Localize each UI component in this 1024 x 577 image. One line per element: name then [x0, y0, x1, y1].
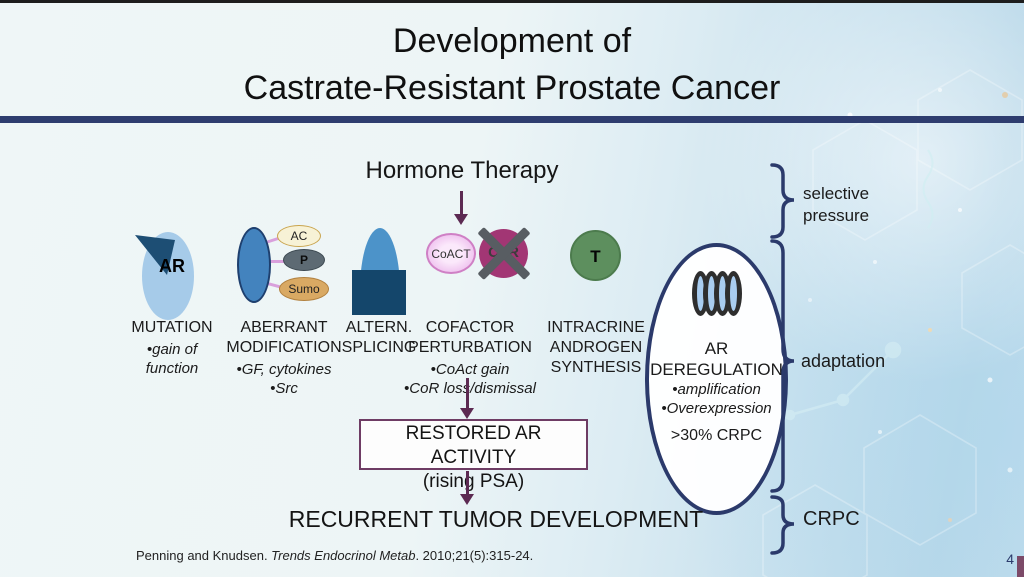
ar-deregulation-line2: DEREGULATION — [650, 360, 783, 379]
testosterone-icon: T — [570, 230, 621, 281]
ar-deregulation-title: AR DEREGULATION — [649, 338, 784, 380]
corner-tab — [1017, 556, 1024, 577]
top-edge-strip — [0, 0, 1024, 3]
aberrant-modification-bullets: •GF, cytokines •Src — [213, 360, 355, 398]
bullet-item: •amplification — [672, 381, 761, 398]
mutation-triangle-icon — [135, 235, 175, 275]
gene-copies-icon — [649, 271, 784, 316]
restored-ar-activity-box: RESTORED AR ACTIVITY (rising PSA) — [359, 419, 588, 492]
connector-line-icon — [267, 260, 287, 263]
restored-sub: (rising PSA) — [422, 471, 525, 492]
title-divider-rule — [0, 116, 1024, 123]
splice-block-icon — [352, 270, 406, 315]
receptor-ellipse-icon — [237, 227, 271, 303]
selective-pressure-brace-icon — [770, 163, 795, 239]
p-badge: P — [283, 249, 325, 271]
citation-authors: Penning and Knudsen. — [136, 548, 272, 563]
hormone-therapy-label: Hormone Therapy — [365, 157, 559, 184]
sumo-badge: Sumo — [279, 277, 329, 301]
crpc-percentage: >30% CRPC — [670, 427, 763, 444]
bullet-item: •CoAct gain — [430, 361, 510, 378]
restored-title: RESTORED AR ACTIVITY — [405, 423, 542, 468]
down-arrowhead-icon — [460, 408, 474, 419]
bullet-item: •Overexpression — [661, 400, 772, 417]
mutation-bullet: •gain of function — [145, 341, 199, 377]
slide-title-line1: Development of — [392, 22, 632, 60]
selective-pressure-label: selective pressure — [803, 184, 870, 225]
down-arrowhead-icon — [454, 214, 468, 225]
gene-copy-oval-icon — [724, 271, 742, 316]
adaptation-brace-icon — [770, 239, 795, 493]
down-arrow-icon — [466, 378, 469, 408]
altern-splicing-label: ALTERN. SPLICING — [341, 319, 417, 356]
down-arrowhead-icon — [460, 494, 474, 505]
page-number: 4 — [1006, 551, 1014, 567]
ar-deregulation-bullets: •amplification •Overexpression — [649, 380, 784, 418]
citation-journal: Trends Endocrinol Metab — [271, 548, 416, 563]
citation: Penning and Knudsen. Trends Endocrinol M… — [136, 548, 533, 563]
coact-icon: CoACT — [426, 233, 476, 274]
ar-deregulation-ellipse: AR DEREGULATION •amplification •Overexpr… — [645, 243, 788, 515]
cofactor-perturbation-label: COFACTOR PERTURBATION — [408, 319, 532, 356]
cofactor-perturbation-bullets: •CoAct gain •CoR loss/dismissal — [385, 360, 555, 398]
aberrant-modification-label: ABERRANT MODIFICATION — [226, 319, 342, 356]
slide-title: Development of Castrate-Resistant Prosta… — [0, 18, 1024, 112]
bullet-item: •Src — [270, 380, 298, 397]
adaptation-label: adaptation — [801, 351, 886, 371]
ac-badge: AC — [277, 225, 321, 247]
mutation-label: MUTATION — [131, 319, 213, 336]
down-arrow-icon — [466, 471, 469, 494]
ar-label: AR — [159, 256, 185, 276]
bullet-item: •CoR loss/dismissal — [404, 380, 536, 397]
intracrine-androgen-synthesis-label: INTRACRINE ANDROGEN SYNTHESIS — [547, 319, 645, 376]
crpc-label: CRPC — [803, 508, 860, 530]
recurrent-tumor-development-label: RECURRENT TUMOR DEVELOPMENT — [288, 506, 704, 532]
ar-deregulation-line1: AR — [704, 339, 729, 358]
crpc-brace-icon — [770, 495, 795, 555]
down-arrow-icon — [460, 191, 463, 214]
citation-rest: . 2010;21(5):315-24. — [415, 548, 534, 563]
slide-title-line2: Castrate-Resistant Prostate Cancer — [243, 69, 781, 107]
bullet-item: •GF, cytokines — [236, 361, 332, 378]
aberrant-modification-icon: AC P Sumo — [225, 222, 345, 322]
